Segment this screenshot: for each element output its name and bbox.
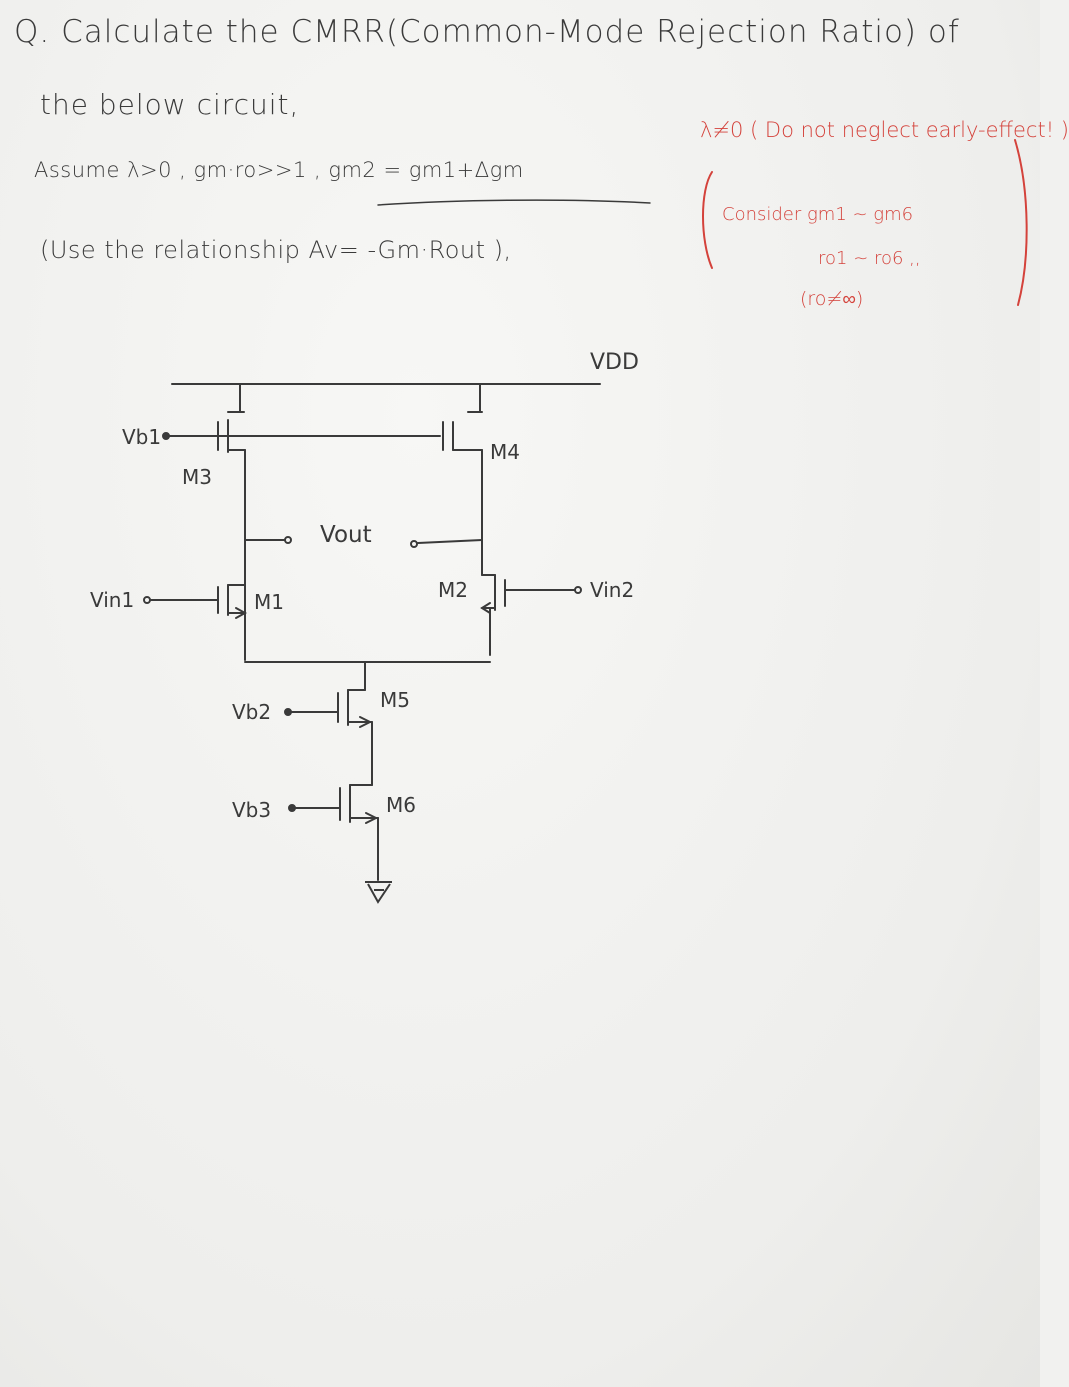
m6-arrow	[365, 812, 379, 824]
vb1-label: Vb1	[122, 425, 162, 449]
vin1-label: Vin1	[90, 588, 135, 612]
vin2-label: Vin2	[590, 578, 635, 602]
m3-label: M3	[182, 465, 212, 489]
vout-left-node	[284, 536, 292, 544]
vb2-node	[284, 708, 292, 716]
ground-icon	[365, 881, 392, 904]
vb3-node	[288, 804, 296, 812]
assumption-text: Assume λ>0 , gm·ro>>1 , gm2 = gm1+Δgm	[34, 158, 524, 182]
m6-label: M6	[386, 793, 416, 817]
vb3-label: Vb3	[232, 798, 272, 822]
vout-right-node	[410, 540, 418, 548]
ro-equal-note: ro1 ~ ro6 ,,	[818, 248, 921, 269]
vin1-node	[143, 596, 151, 604]
vdd-label: VDD	[590, 350, 639, 375]
question-line-2: the below circuit,	[40, 88, 300, 121]
m1-label: M1	[254, 590, 284, 614]
relationship-hint: (Use the relationship Av= -Gm·Rout ),	[40, 236, 512, 264]
vb2-label: Vb2	[232, 700, 272, 724]
left-brace	[702, 171, 713, 269]
vout-label: Vout	[320, 522, 372, 548]
m5-label: M5	[380, 688, 410, 712]
lambda-note: λ≠0 ( Do not neglect early-effect! )	[700, 118, 1069, 142]
m5-arrow	[359, 716, 373, 728]
consider-gm-note: Consider gm1 ~ gm6	[722, 204, 914, 225]
circuit-schematic	[143, 139, 1028, 904]
assume-underline	[377, 199, 651, 206]
m2-label: M2	[438, 578, 468, 602]
vin2-node	[574, 586, 582, 594]
m1-arrow	[235, 607, 248, 619]
m2-arrow	[480, 602, 491, 614]
right-brace	[1014, 139, 1028, 306]
m4-label: M4	[490, 440, 520, 464]
question-line-1: Q. Calculate the CMRR(Common-Mode Reject…	[14, 14, 960, 50]
vb1-node	[162, 432, 170, 440]
ro-not-infinite-note: (ro≠∞)	[800, 288, 864, 310]
vout-right-wire	[417, 539, 483, 544]
paper-background	[0, 0, 1040, 1387]
